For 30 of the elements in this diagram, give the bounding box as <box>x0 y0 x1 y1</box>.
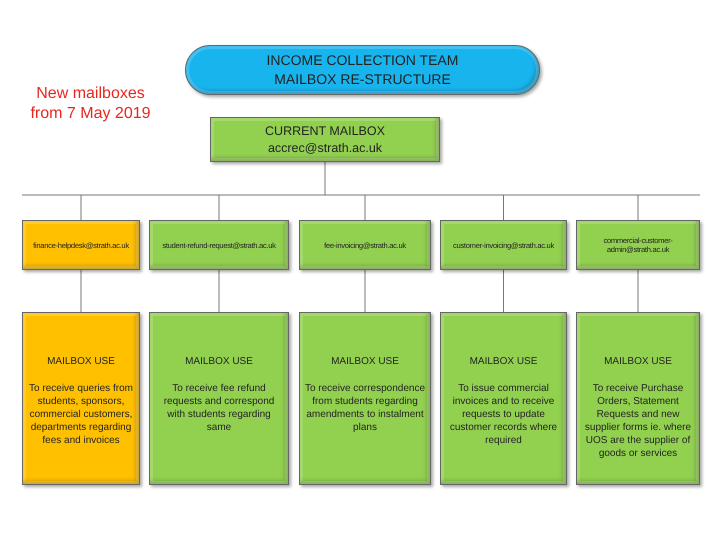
title-text: INCOME COLLECTION TEAM MAILBOX RE-STRUCTURE <box>266 51 460 89</box>
mailbox-box <box>22 220 140 270</box>
connector-line <box>503 270 504 312</box>
usage-box <box>299 312 431 485</box>
usage-box <box>440 312 567 485</box>
box-heading: MAILBOX USE <box>331 355 399 368</box>
mailbox-box <box>149 220 289 270</box>
connector-line <box>218 270 220 312</box>
usage-box <box>576 312 700 485</box>
box-heading: CURRENT MAILBOX <box>265 122 385 140</box>
usage-description: To receive queries from students, sponsors, commercial customers, departments regarding fees and invoices <box>28 382 134 447</box>
box-heading: MAILBOX USE <box>604 355 672 368</box>
usage-description: To receive Purchase Orders, Statement Requests and new supplier forms ie. where UOS are the supplier of goods or services <box>584 382 692 460</box>
usage-box <box>22 312 140 485</box>
usage-description: To receive correspondence from students regarding amendments to instalment plans <box>304 382 426 434</box>
box-heading: MAILBOX USE <box>185 355 253 368</box>
mailbox-box <box>210 117 440 162</box>
date-note: New mailboxes from 7 May 2019 <box>29 84 152 124</box>
usage-box <box>149 312 289 485</box>
connector-line <box>80 270 82 312</box>
usage-description: To receive fee refund requests and correspond with students regarding same <box>162 382 276 434</box>
box-heading: MAILBOX USE <box>470 355 538 368</box>
title-banner <box>185 45 540 95</box>
usage-description: To issue commercial invoices and to receive requests to update customer records where required <box>448 382 558 447</box>
mailbox-box <box>299 220 431 270</box>
connector-line <box>364 270 366 312</box>
mailbox-box <box>440 220 567 270</box>
email-address: accrec@strath.ac.uk <box>268 140 382 156</box>
box-heading: MAILBOX USE <box>47 355 115 368</box>
mailbox-box <box>576 220 700 270</box>
